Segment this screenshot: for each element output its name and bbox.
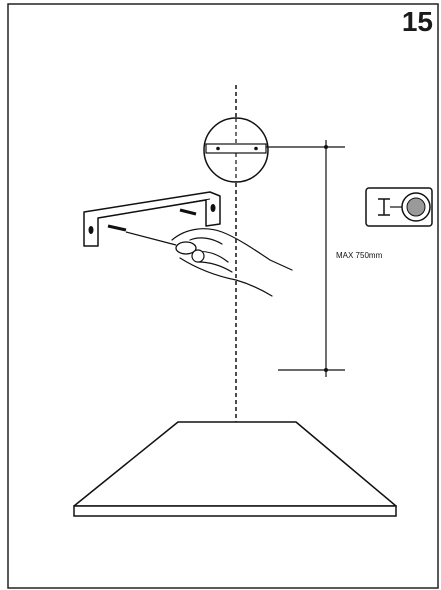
hand-with-screwdriver-icon bbox=[125, 228, 293, 297]
dimension-line bbox=[266, 140, 345, 377]
screw-and-wallplug-icon bbox=[365, 187, 433, 227]
hood-canopy-icon bbox=[73, 421, 397, 517]
detail-magnifier-icon bbox=[203, 117, 269, 183]
mounting-bracket-icon bbox=[83, 191, 221, 247]
step-number: 15 bbox=[401, 6, 433, 37]
max-distance-label: MAX 750mm bbox=[336, 251, 383, 260]
panel-border bbox=[7, 3, 439, 589]
